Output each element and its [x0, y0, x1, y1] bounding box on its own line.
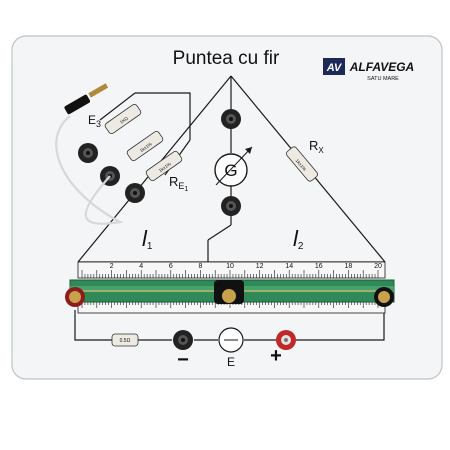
banana-plug-icon[interactable]: [55, 83, 124, 225]
svg-text:1k±1%: 1k±1%: [139, 141, 153, 153]
socket-galvanometer-bottom[interactable]: [221, 196, 241, 216]
scale-tick-label: 18: [345, 263, 353, 270]
scale-tick-label: 16: [315, 263, 323, 270]
label-plus: +: [270, 345, 282, 367]
socket-left-mid[interactable]: [125, 183, 145, 203]
scale-tick-label: 20: [374, 263, 382, 270]
scale-tick-label: 8: [198, 263, 202, 270]
brand-name: ALFAVEGA: [349, 60, 414, 74]
slider-contact[interactable]: [214, 280, 244, 304]
brand-logo: AV ALFAVEGA SATU MARE: [323, 58, 414, 82]
label-l2: l2: [293, 226, 304, 252]
label-re3: E3: [88, 113, 101, 129]
scale-tick-label: 10: [226, 263, 234, 270]
scale-tick-label: 6: [169, 263, 173, 270]
rail-terminal-right[interactable]: [374, 287, 394, 307]
resistor-rx: 1k±1%: [286, 146, 318, 182]
svg-text:0.5Ω: 0.5Ω: [120, 338, 131, 344]
scale-tick-label: 4: [139, 263, 143, 270]
label-minus: −: [177, 349, 189, 371]
socket-top[interactable]: [221, 109, 241, 129]
upper-scale: 2 4 6 8 10 12 14 16 18 20: [77, 261, 386, 279]
socket-left-upper[interactable]: [78, 143, 98, 163]
scale-tick-label: 2: [110, 263, 114, 270]
label-rx: RX: [309, 138, 324, 155]
label-l1: l1: [142, 226, 153, 252]
rail-terminal-left[interactable]: [65, 287, 85, 307]
brand-mark-box: [323, 58, 345, 75]
svg-text:1KΩ: 1KΩ: [119, 115, 130, 125]
scale-tick-label: 12: [256, 263, 264, 270]
socket-minus[interactable]: [173, 330, 193, 350]
battery-symbol-icon: [218, 327, 244, 353]
resistor-re3: 1KΩ: [104, 103, 142, 135]
resistor-middle: 1k±1%: [126, 130, 164, 162]
board-title: Puntea cu fir: [173, 48, 280, 69]
scale-tick-label: 14: [285, 263, 293, 270]
socket-plus[interactable]: [276, 330, 296, 350]
resistor-series: 0.5Ω: [111, 333, 139, 347]
svg-text:1k±1%: 1k±1%: [158, 161, 172, 173]
resistor-re1: 1k±1%: [145, 150, 183, 182]
brand-mark: AV: [326, 62, 343, 74]
label-re1: RE1: [169, 174, 188, 193]
label-source: E: [227, 355, 235, 369]
galvanometer-icon: G: [214, 146, 253, 187]
brand-sub: SATU MARE: [367, 76, 399, 82]
